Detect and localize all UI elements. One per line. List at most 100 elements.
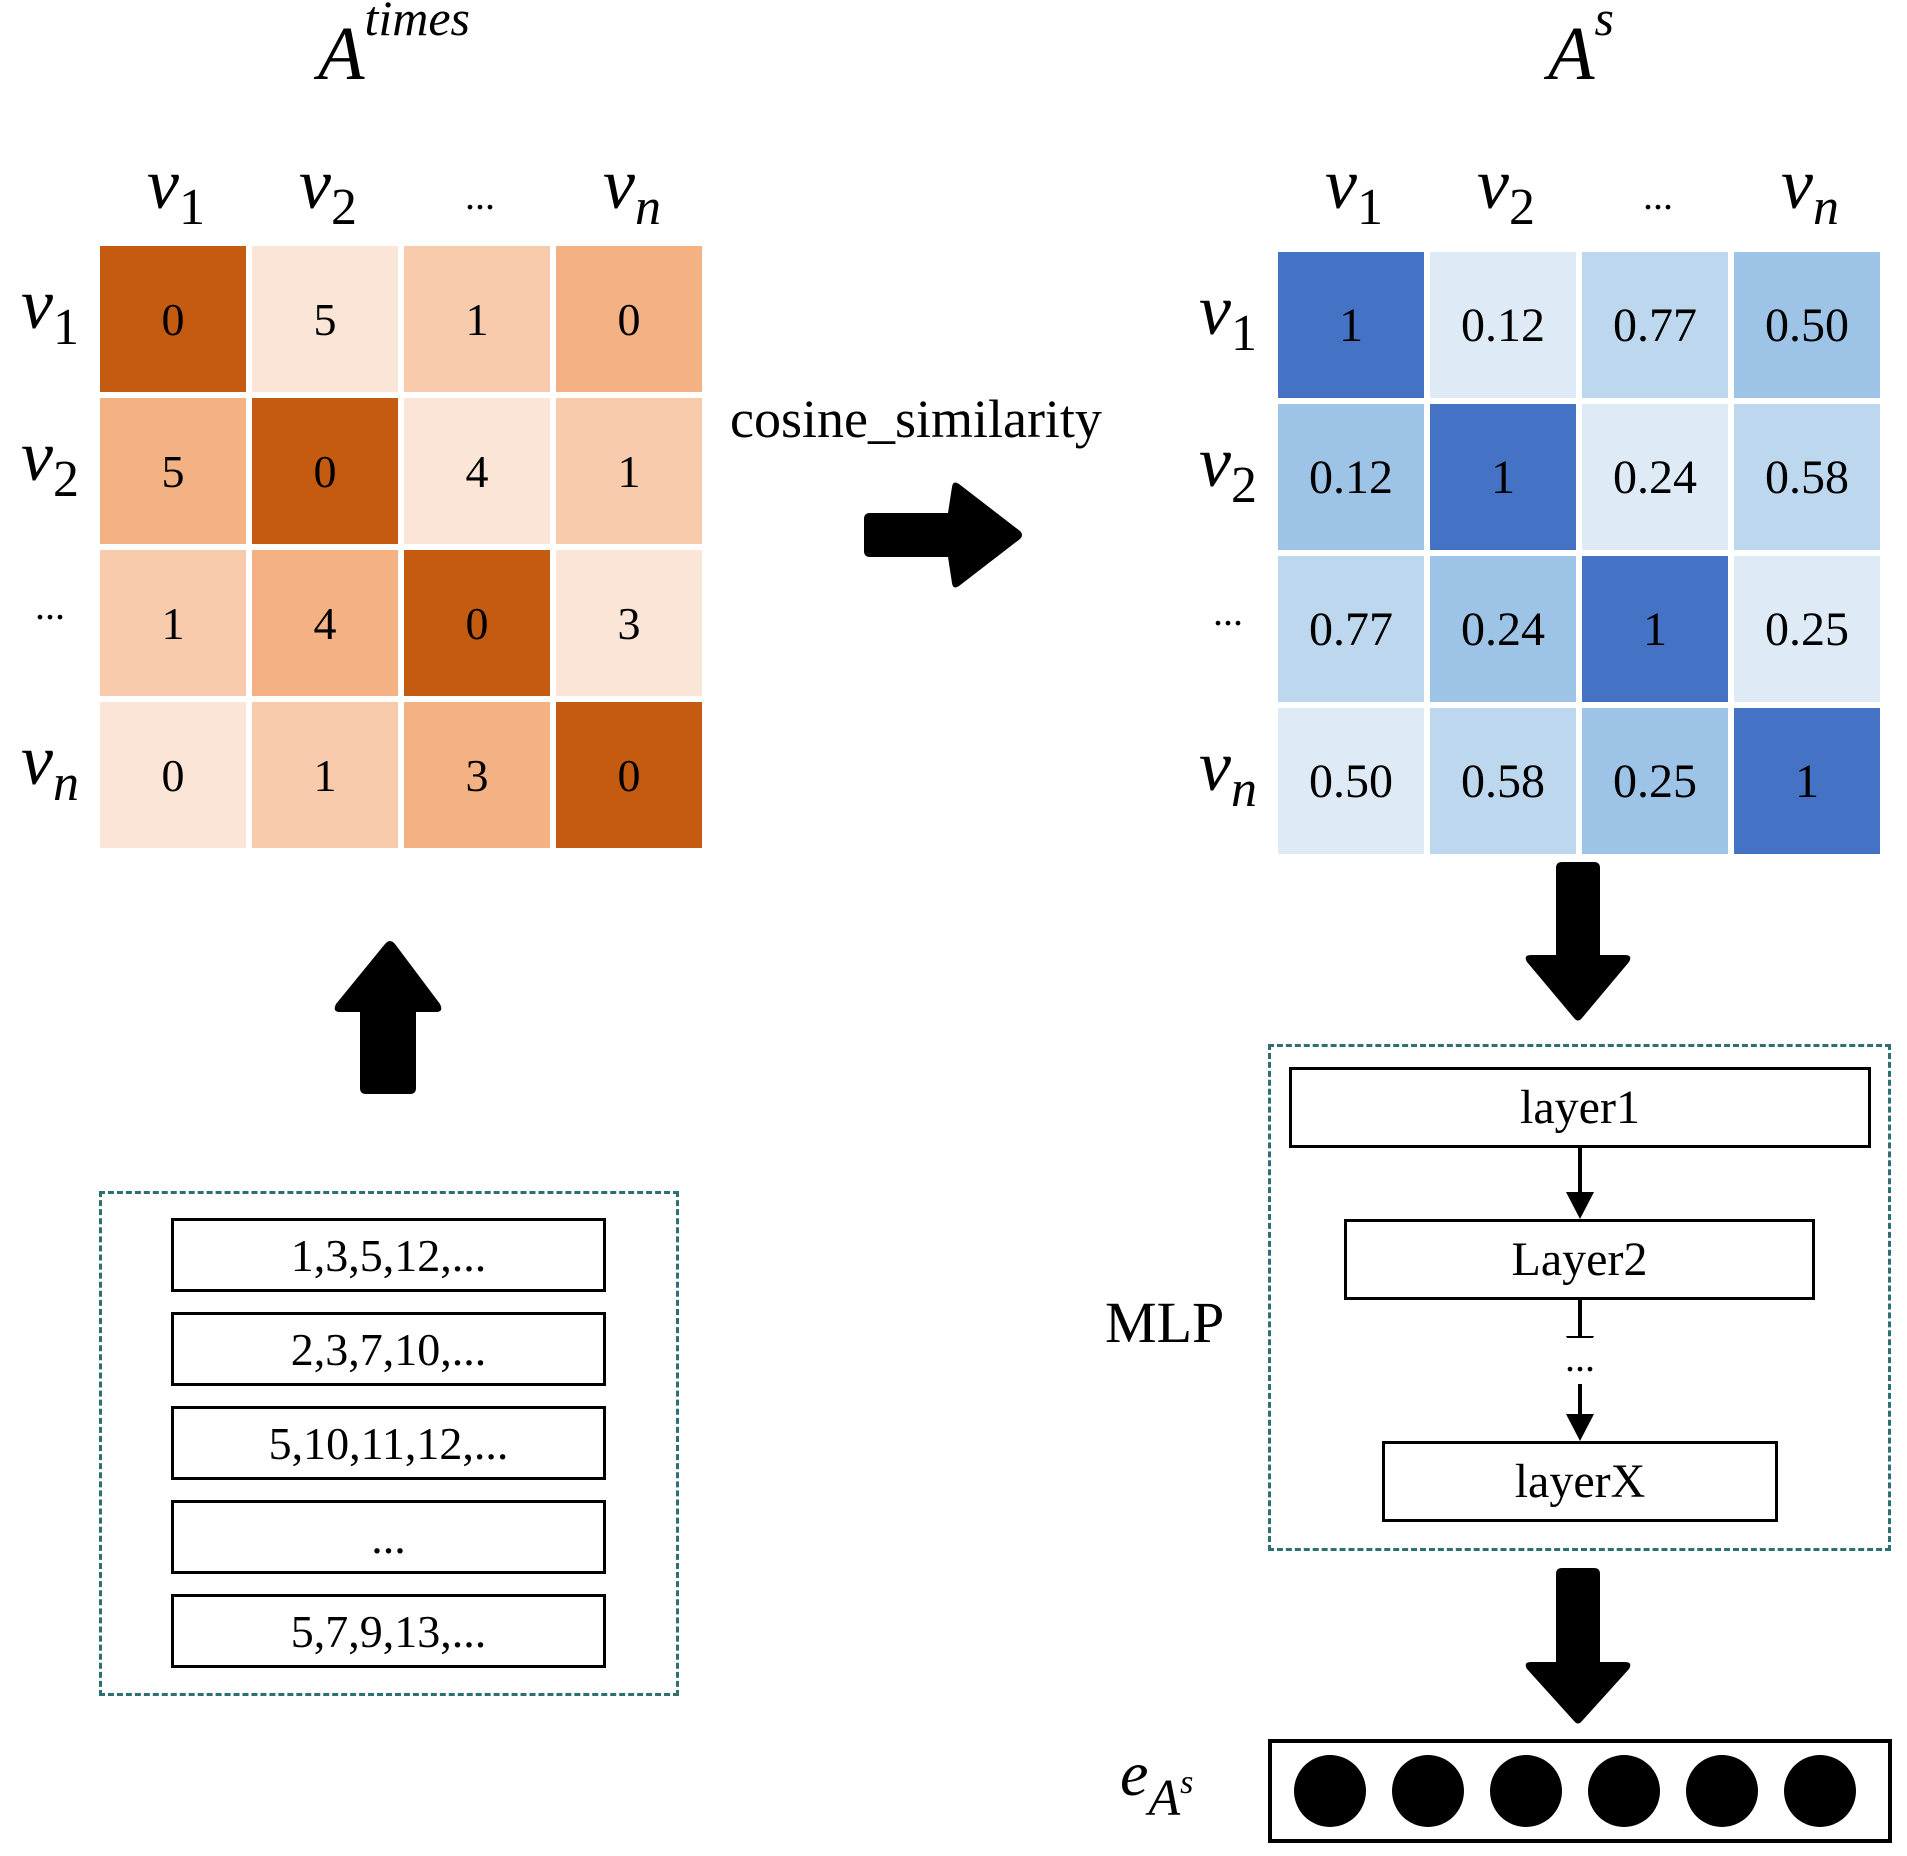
embedding-node: [1686, 1755, 1758, 1827]
row-header-sub: n: [1230, 761, 1257, 818]
row-header-sub: 2: [52, 451, 79, 508]
col-header: v2: [242, 148, 414, 234]
row-header: v2: [1188, 426, 1268, 512]
matrix-cell: 0.58: [1430, 708, 1576, 854]
row-header-base: v: [21, 720, 53, 800]
matrix-cell: 1: [1734, 708, 1880, 854]
col-header: vn: [1724, 148, 1896, 234]
matrix-cell: 5: [252, 246, 398, 392]
embedding-node: [1588, 1755, 1660, 1827]
col-header-base: v: [147, 144, 179, 224]
mlp-layer-box: Layer2: [1344, 1219, 1815, 1300]
matrix-cell: 0: [404, 550, 550, 696]
col-header: vn: [546, 148, 718, 234]
matrix-cell: 0.25: [1582, 708, 1728, 854]
row-header: v1: [10, 268, 90, 354]
embedding-node: [1490, 1755, 1562, 1827]
row-header-base: v: [1199, 422, 1231, 502]
row-header-sub: 1: [1230, 305, 1257, 362]
col-header-base: ...: [1643, 173, 1673, 218]
sequence-box: 1,3,5,12,...: [171, 1218, 606, 1292]
dots-to-layerx-arrowhead-icon: [1566, 1414, 1594, 1441]
transform-label: cosine_similarity: [730, 389, 1102, 449]
down-arrow-icon-2: [1525, 1568, 1631, 1724]
col-header-base: v: [1325, 144, 1357, 224]
row-header-sub: n: [52, 755, 79, 812]
matrix-cell: 3: [556, 550, 702, 696]
mlp-layer-box: layerX: [1382, 1441, 1778, 1522]
col-header-base: v: [1477, 144, 1509, 224]
matrix-cell: 0: [100, 702, 246, 848]
up-arrow-icon: [334, 941, 442, 1094]
matrix-cell: 1: [100, 550, 246, 696]
matrix-cell: 0.24: [1430, 556, 1576, 702]
col-header-base: ...: [465, 173, 495, 218]
row-header-sub: 2: [1230, 457, 1257, 514]
col-header: v1: [1268, 148, 1440, 234]
embedding-node: [1784, 1755, 1856, 1827]
col-header: ...: [1572, 176, 1744, 216]
matrix-cell: 0.77: [1278, 556, 1424, 702]
sequence-group-box: [99, 1191, 679, 1696]
matrix-cell: 0.12: [1278, 404, 1424, 550]
matrix-cell: 0: [556, 702, 702, 848]
matrix-cell: 1: [404, 246, 550, 392]
row-header: vn: [1188, 730, 1268, 816]
row-header-base: v: [1199, 270, 1231, 350]
col-header-base: v: [299, 144, 331, 224]
matrix-cell: 4: [252, 550, 398, 696]
sequence-box: 5,7,9,13,...: [171, 1594, 606, 1668]
sequence-box: ...: [171, 1500, 606, 1574]
row-header-base: v: [1199, 726, 1231, 806]
mlp-layer-box: layer1: [1289, 1067, 1871, 1148]
left-matrix-title: Atimes: [318, 0, 470, 92]
embedding-label-subsup: s: [1180, 1764, 1194, 1801]
col-header-sub: n: [1812, 179, 1839, 236]
matrix-cell: 5: [100, 398, 246, 544]
matrix-cell: 0.12: [1430, 252, 1576, 398]
matrix-cell: 0.77: [1582, 252, 1728, 398]
right-matrix-title: As: [1548, 0, 1614, 92]
embedding-label-sub: A: [1148, 1770, 1181, 1827]
matrix-cell: 1: [556, 398, 702, 544]
right-arrow-icon: [864, 482, 1022, 588]
left-matrix-title-base: A: [318, 12, 365, 96]
row-header: ...: [10, 586, 90, 626]
mlp-gap-dots: ...: [1558, 1338, 1602, 1378]
row-header: ...: [1188, 592, 1268, 632]
embedding-label: eAs: [1120, 1742, 1194, 1825]
row-header: v2: [10, 420, 90, 506]
mlp-label: MLP: [1105, 1290, 1225, 1355]
matrix-cell: 0.50: [1734, 252, 1880, 398]
col-header-base: v: [1781, 144, 1813, 224]
right-matrix-title-base: A: [1548, 12, 1595, 96]
matrix-cell: 4: [404, 398, 550, 544]
matrix-cell: 0.24: [1582, 404, 1728, 550]
row-header: vn: [10, 724, 90, 810]
right-matrix-title-sup: s: [1594, 0, 1614, 46]
row-header-base: v: [21, 416, 53, 496]
matrix-cell: 1: [1430, 404, 1576, 550]
col-header-base: v: [603, 144, 635, 224]
matrix-cell: 0: [252, 398, 398, 544]
col-header-sub: 2: [330, 179, 357, 236]
col-header-sub: n: [634, 179, 661, 236]
embedding-node: [1392, 1755, 1464, 1827]
embedding-node: [1294, 1755, 1366, 1827]
matrix-cell: 0: [100, 246, 246, 392]
row-header-sub: 1: [52, 299, 79, 356]
matrix-cell: 0.58: [1734, 404, 1880, 550]
row-header-base: v: [21, 264, 53, 344]
layer1-to-layer2-arrowhead-icon: [1566, 1192, 1594, 1219]
matrix-cell: 0.50: [1278, 708, 1424, 854]
row-header: v1: [1188, 274, 1268, 360]
down-arrow-icon-1: [1525, 862, 1631, 1021]
sequence-box: 5,10,11,12,...: [171, 1406, 606, 1480]
mlp-group-box: [1268, 1044, 1891, 1551]
row-header-base: ...: [1213, 589, 1243, 634]
col-header: v2: [1420, 148, 1592, 234]
matrix-cell: 3: [404, 702, 550, 848]
matrix-cell: 1: [1278, 252, 1424, 398]
col-header: ...: [394, 176, 566, 216]
